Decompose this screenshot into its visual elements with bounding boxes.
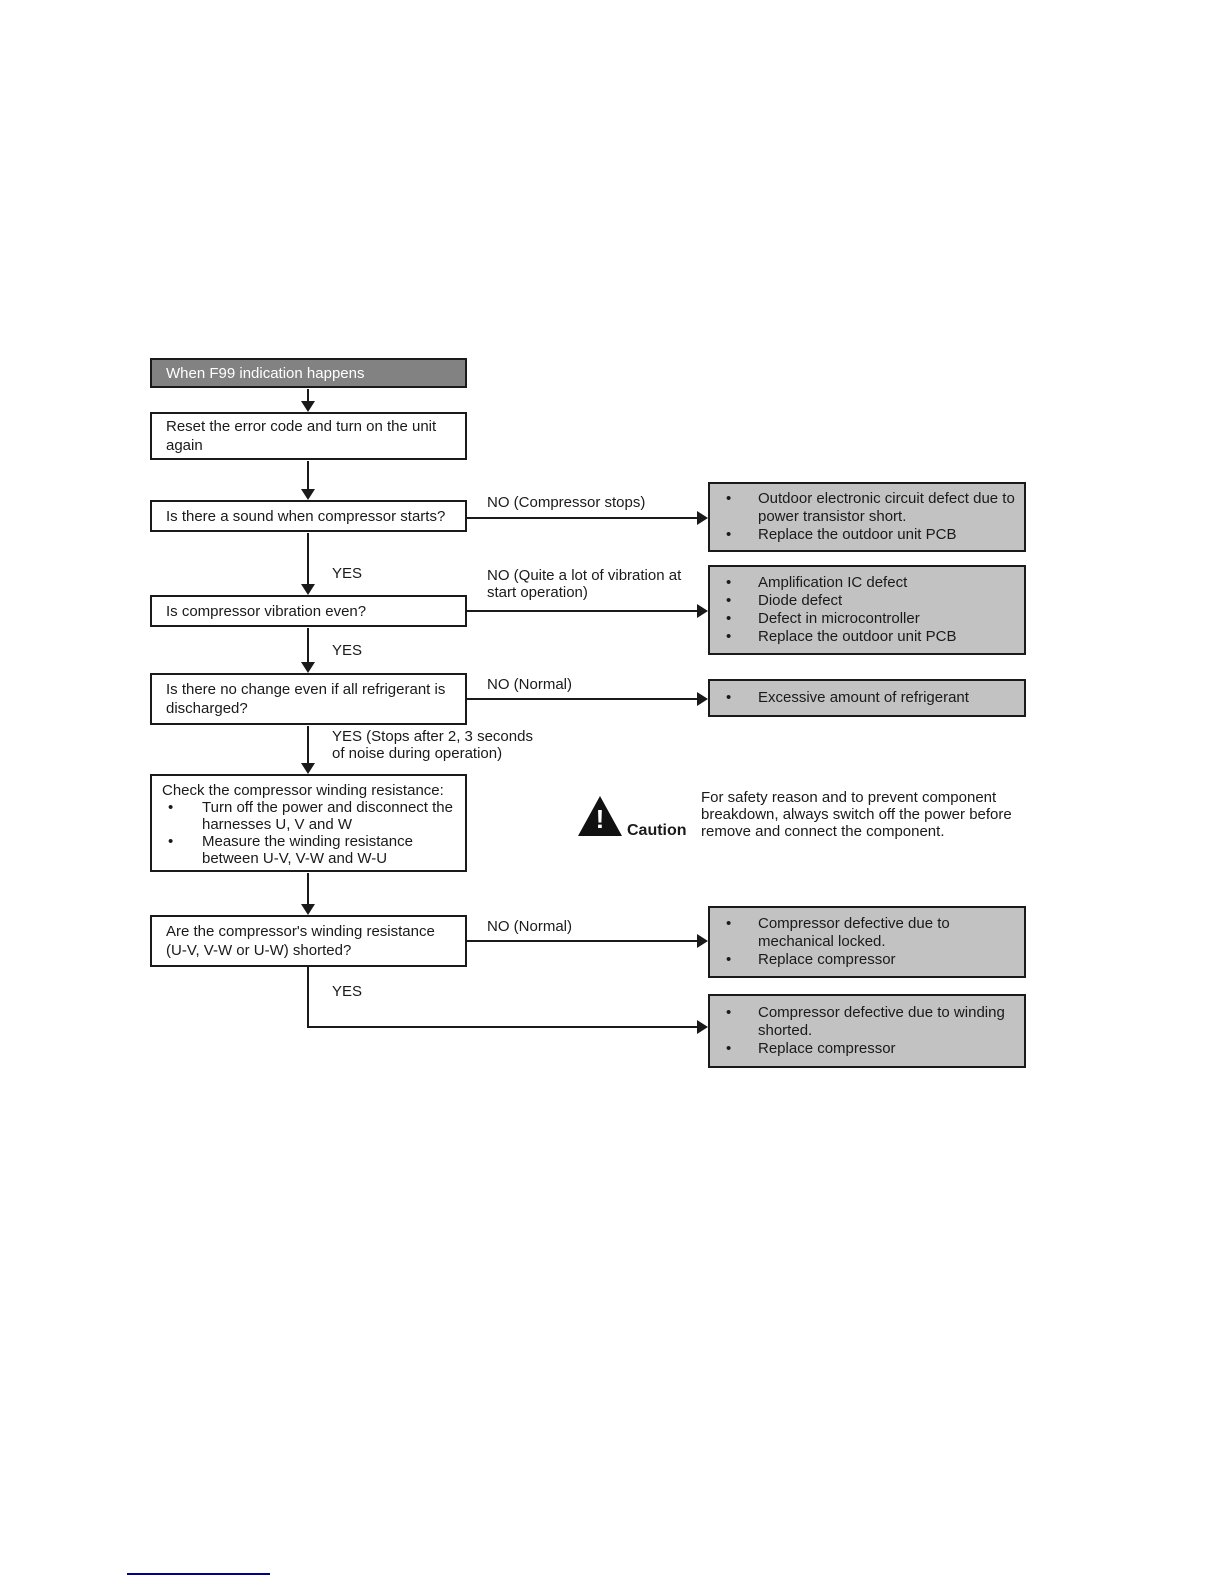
result-winding-shorted-list: Compressor defective due to winding shor…: [710, 1004, 1016, 1058]
question-sound-label: Is there a sound when compressor starts?: [166, 507, 446, 525]
arrow-line: [467, 517, 697, 519]
arrow-line: [307, 1026, 697, 1028]
arrow-down-icon: [301, 584, 315, 595]
arrow-line: [467, 610, 697, 612]
arrow-down-icon: [301, 662, 315, 673]
flow-reset-box: Reset the error code and turn on the uni…: [150, 412, 467, 460]
arrow-line: [307, 967, 309, 1028]
arrow-line: [307, 873, 309, 905]
check-winding-title: Check the compressor winding resistance:: [162, 782, 444, 799]
question-shorted-label: Are the compressor's winding resistance …: [166, 923, 435, 959]
arrow-line: [467, 698, 697, 700]
bullet-item: Compressor defective due to winding shor…: [710, 1004, 1016, 1040]
branch-label-yes-refrigerant: YES (Stops after 2, 3 seconds of noise d…: [332, 728, 533, 762]
caution-label: Caution: [627, 822, 687, 839]
arrow-line: [307, 389, 309, 403]
branch-label-yes-shorted: YES: [332, 983, 363, 1000]
result-pcb-transistor-box: Outdoor electronic circuit defect due to…: [708, 482, 1026, 552]
result-pcb-transistor-list: Outdoor electronic circuit defect due to…: [710, 490, 1016, 544]
bullet-item: Amplification IC defect: [710, 574, 1016, 592]
bullet-item: Outdoor electronic circuit defect due to…: [710, 490, 1016, 526]
footer-rule: [127, 1573, 270, 1575]
arrow-line: [467, 940, 697, 942]
bullet-item: Compressor defective due to mechanical l…: [710, 915, 1016, 951]
arrow-right-icon: [697, 511, 708, 525]
result-ic-diode-list: Amplification IC defectDiode defectDefec…: [710, 574, 1016, 646]
arrow-right-icon: [697, 604, 708, 618]
check-winding-box: Check the compressor winding resistance:…: [150, 774, 467, 872]
bullet-item: Measure the winding resistance between U…: [162, 833, 455, 867]
branch-label-no-refrigerant: NO (Normal): [487, 676, 572, 693]
result-mechanical-locked-box: Compressor defective due to mechanical l…: [708, 906, 1026, 978]
bullet-item: Replace the outdoor unit PCB: [710, 526, 1016, 544]
bullet-item: Replace compressor: [710, 951, 1016, 969]
arrow-down-icon: [301, 904, 315, 915]
arrow-right-icon: [697, 1020, 708, 1034]
arrow-down-icon: [301, 401, 315, 412]
flow-start-box: When F99 indication happens: [150, 358, 467, 388]
arrow-line: [307, 461, 309, 490]
question-refrigerant-label: Is there no change even if all refrigera…: [166, 681, 446, 717]
result-excess-refrigerant-box: Excessive amount of refrigerant: [708, 679, 1026, 717]
caution-text: For safety reason and to prevent compone…: [701, 789, 1012, 840]
result-winding-shorted-box: Compressor defective due to winding shor…: [708, 994, 1026, 1068]
arrow-line: [307, 726, 309, 764]
caution-icon: [578, 796, 622, 836]
arrow-down-icon: [301, 763, 315, 774]
bullet-item: Replace the outdoor unit PCB: [710, 628, 1016, 646]
question-vibration-box: Is compressor vibration even?: [150, 595, 467, 627]
question-vibration-label: Is compressor vibration even?: [166, 602, 367, 620]
question-sound-box: Is there a sound when compressor starts?: [150, 500, 467, 532]
question-refrigerant-box: Is there no change even if all refrigera…: [150, 673, 467, 725]
bullet-item: Excessive amount of refrigerant: [710, 689, 1016, 707]
arrow-right-icon: [697, 692, 708, 706]
result-excess-refrigerant-list: Excessive amount of refrigerant: [710, 689, 1016, 707]
arrow-down-icon: [301, 489, 315, 500]
bullet-item: Turn off the power and disconnect the ha…: [162, 799, 455, 833]
branch-label-yes-vibration: YES: [332, 642, 363, 659]
bullet-item: Replace compressor: [710, 1040, 1016, 1058]
branch-label-no-sound: NO (Compressor stops): [487, 494, 646, 511]
arrow-right-icon: [697, 934, 708, 948]
arrow-line: [307, 533, 309, 585]
result-ic-diode-box: Amplification IC defectDiode defectDefec…: [708, 565, 1026, 655]
result-mechanical-locked-list: Compressor defective due to mechanical l…: [710, 915, 1016, 969]
flow-reset-label: Reset the error code and turn on the uni…: [166, 418, 437, 454]
branch-label-no-shorted: NO (Normal): [487, 918, 572, 935]
bullet-item: Defect in microcontroller: [710, 610, 1016, 628]
question-shorted-box: Are the compressor's winding resistance …: [150, 915, 467, 967]
branch-label-yes-sound: YES: [332, 565, 363, 582]
bullet-item: Diode defect: [710, 592, 1016, 610]
flow-start-label: When F99 indication happens: [166, 364, 365, 382]
branch-label-no-vibration: NO (Quite a lot of vibration at start op…: [487, 567, 682, 601]
check-winding-list: Turn off the power and disconnect the ha…: [162, 799, 455, 867]
arrow-line: [307, 628, 309, 663]
